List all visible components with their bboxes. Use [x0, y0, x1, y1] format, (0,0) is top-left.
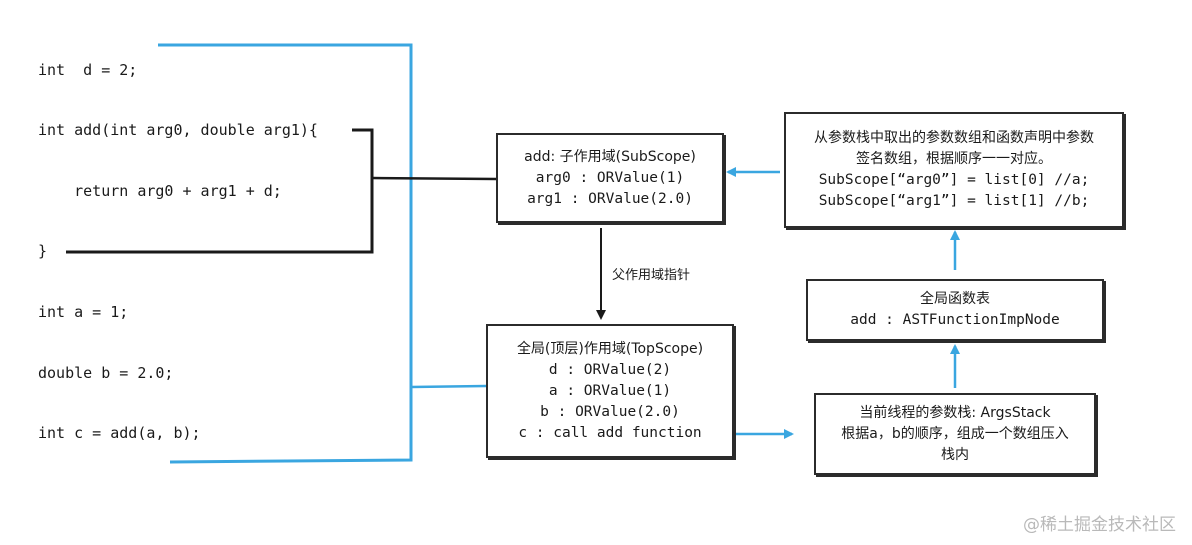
code-line-5: int a = 1; — [38, 303, 129, 321]
args-mapping-box: 从参数栈中取出的参数数组和函数声明中参数 签名数组，根据顺序一一对应。 SubS… — [784, 112, 1124, 228]
sub-scope-arg0: arg0 : ORValue(1) — [535, 169, 685, 186]
args-mapping-arg1: SubScope[“arg1”] = list[1] //b; — [818, 193, 1090, 209]
watermark: @稀土掘金技术社区 — [1023, 515, 1176, 535]
code-line-4: } — [38, 242, 48, 260]
sub-scope-title: add: 子作用域(SubScope) — [524, 148, 696, 165]
global-code-bracket — [158, 43, 413, 464]
code-line-6: double b = 2.0; — [38, 364, 174, 382]
args-stack-box: 当前线程的参数栈: ArgsStack 根据a，b的顺序，组成一个数组压入 栈内 — [814, 393, 1096, 475]
args-mapping-desc-1: 从参数栈中取出的参数数组和函数声明中参数 — [814, 130, 1094, 146]
function-bracket — [66, 128, 374, 254]
args-stack-title: 当前线程的参数栈: ArgsStack — [859, 404, 1051, 421]
function-to-subscope-line — [371, 176, 497, 181]
global-func-table-box: 全局函数表 add : ASTFunctionImpNode — [806, 279, 1104, 341]
top-scope-b: b : ORValue(2.0) — [540, 403, 680, 420]
args-stack-desc-1: 根据a，b的顺序，组成一个数组压入 — [841, 425, 1069, 442]
code-line-7: int c = add(a, b); — [38, 424, 201, 442]
sub-scope-box: add: 子作用域(SubScope) arg0 : ORValue(1) ar… — [496, 133, 724, 223]
top-scope-d: d : ORValue(2) — [548, 361, 672, 378]
parent-pointer-label: 父作用域指针 — [612, 268, 691, 283]
sub-scope-arg1: arg1 : ORValue(2.0) — [527, 190, 693, 207]
top-scope-a: a : ORValue(1) — [548, 382, 672, 399]
args-mapping-arg0: SubScope[“arg0”] = list[0] //a; — [818, 172, 1090, 188]
code-line-2: int add(int arg0, double arg1){ — [38, 121, 318, 139]
global-to-topscope-line — [410, 384, 487, 389]
args-stack-desc-2: 栈内 — [941, 446, 969, 463]
top-scope-box: 全局(顶层)作用域(TopScope) d : ORValue(2) a : O… — [486, 324, 734, 458]
code-line-3: return arg0 + arg1 + d; — [38, 182, 282, 200]
args-mapping-desc-2: 签名数组，根据顺序一一对应。 — [856, 151, 1052, 167]
func-table-title: 全局函数表 — [920, 291, 990, 307]
code-line-1: int d = 2; — [38, 61, 138, 79]
func-table-entry: add : ASTFunctionImpNode — [850, 312, 1060, 328]
top-scope-c: c : call add function — [518, 424, 702, 441]
top-scope-title: 全局(顶层)作用域(TopScope) — [516, 340, 704, 357]
